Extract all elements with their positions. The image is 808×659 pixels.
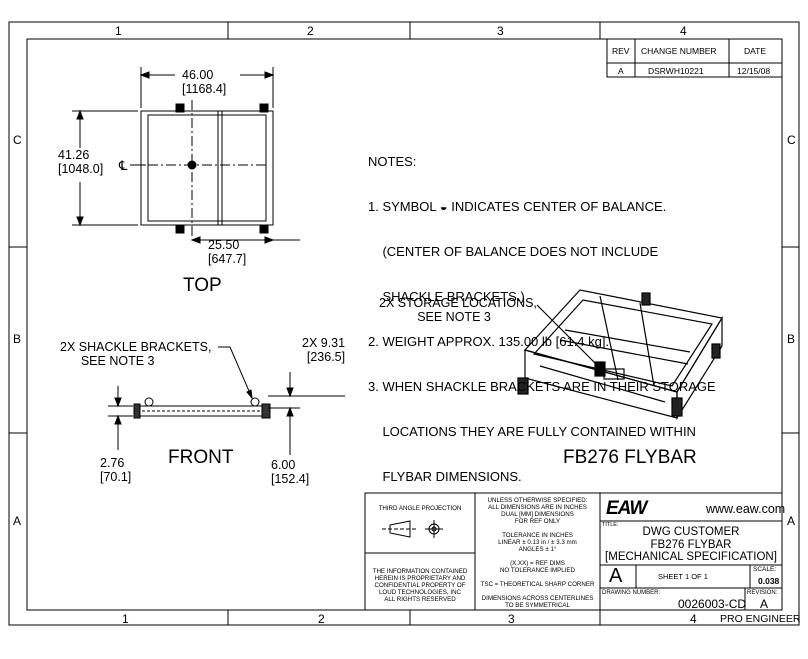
drawing-number: 0026003-CD — [678, 597, 747, 611]
website-link[interactable]: www.eaw.com — [706, 502, 786, 516]
title-label: TITLE: — [602, 522, 619, 528]
change-number-header: CHANGE NUMBER — [641, 46, 717, 56]
zone-top-3: 3 — [497, 24, 504, 38]
note-line: 2. WEIGHT APPROX. 135.00 lb [61.4 kg]. — [368, 334, 610, 349]
sheet-size: A — [609, 565, 623, 587]
depth-dimension: 41.26 [1048.0] — [58, 148, 104, 176]
zone-top-4: 4 — [680, 24, 687, 38]
date-value: 12/15/08 — [737, 66, 771, 76]
half-width-dimension: 25.50 [647.7] — [208, 238, 247, 266]
storage-callout: 2X STORAGE LOCATIONS, SEE NOTE 3 — [379, 296, 537, 324]
projection-label: THIRD ANGLE PROJECTION — [378, 505, 462, 512]
revision-value: A — [760, 597, 769, 611]
iso-view-label: FB276 FLYBAR — [563, 447, 697, 468]
zone-right-b: B — [787, 332, 796, 346]
outer-frame — [8, 21, 800, 626]
width-dimension: 46.00 [1168.4] — [180, 68, 229, 96]
note-line: SHACKLE BRACKETS.) — [368, 289, 525, 304]
rev-header: REV — [612, 46, 630, 56]
note-line: LOCATIONS THEY ARE FULLY CONTAINED WITHI… — [368, 424, 696, 439]
zone-top-1: 1 — [115, 24, 122, 38]
zone-top-2: 2 — [307, 24, 314, 38]
note-line: 1. SYMBOL ◒ INDICATES CENTER OF BALANCE. — [368, 199, 667, 214]
eaw-logo: EAW — [606, 498, 647, 519]
change-number-value: DSRWH10221 — [648, 66, 704, 76]
date-header: DATE — [744, 46, 767, 56]
notes-block: NOTES: 1. SYMBOL ◒ INDICATES CENTER OF B… — [368, 124, 716, 499]
zone-left-a: A — [13, 514, 22, 528]
iso-view — [517, 289, 723, 421]
scale-label: SCALE: — [753, 566, 777, 573]
rev-value: A — [618, 66, 624, 76]
zone-bottom-1: 1 — [122, 612, 129, 626]
zone-left-b: B — [13, 332, 22, 346]
note-line: (CENTER OF BALANCE DOES NOT INCLUDE — [368, 244, 659, 259]
zone-bottom-4: 4 — [690, 612, 697, 626]
notes-title: NOTES: — [368, 154, 417, 169]
note-line: FLYBAR DIMENSIONS. — [368, 469, 522, 484]
zone-right-c: C — [787, 133, 796, 147]
zone-right-a: A — [787, 514, 796, 528]
front-view-label: FRONT — [168, 447, 234, 468]
centerline-symbol: ℄ — [119, 158, 128, 173]
small-height-dimension: 2.76 [70.1] — [100, 456, 132, 484]
total-height-dimension: 6.00 [152.4] — [271, 458, 310, 486]
note-line: 3. WHEN SHACKLE BRACKETS ARE IN THEIR ST… — [368, 379, 716, 394]
scale-value: 0.038 — [758, 576, 780, 586]
revision-label: REVISION: — [747, 590, 778, 596]
tolerance-block: UNLESS OTHERWISE SPECIFIED: ALL DIMENSIO… — [480, 497, 595, 609]
proprietary-notice: THE INFORMATION CONTAINED HEREIN IS PROP… — [372, 568, 468, 603]
drawing-number-label: DRAWING NUMBER: — [602, 590, 661, 596]
software-label: PRO ENGINEER — [720, 613, 801, 625]
shackle-callout: 2X SHACKLE BRACKETS, SEE NOTE 3 — [60, 340, 212, 368]
zone-bottom-2: 2 — [318, 612, 325, 626]
title-block-frame — [364, 492, 783, 611]
zone-left-c: C — [13, 133, 22, 147]
drawing-title: DWG CUSTOMER FB276 FLYBAR [MECHANICAL SP… — [605, 526, 777, 563]
top-view-label: TOP — [183, 275, 222, 296]
shackle-spacing-dimension: 2X 9.31 [236.5] — [302, 336, 346, 364]
top-view-outline — [140, 110, 274, 226]
sheet-count: SHEET 1 OF 1 — [658, 572, 708, 581]
zone-bottom-3: 3 — [508, 612, 515, 626]
